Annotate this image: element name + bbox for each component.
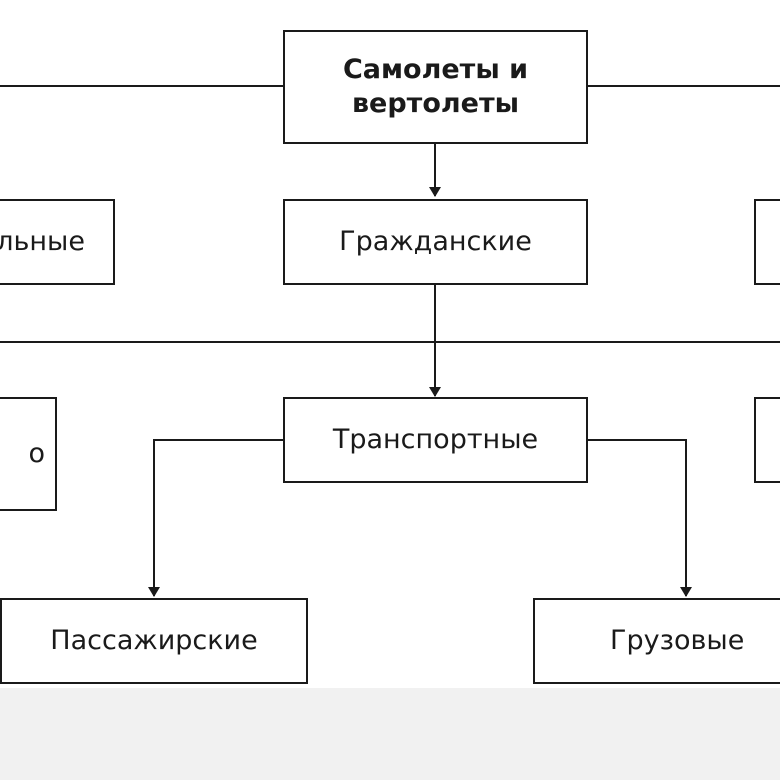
transport-node: Транспортные [283,397,588,483]
cargo-label: Грузовые [610,625,745,657]
civil-node: Гражданские [283,199,588,285]
cargo-node: Грузовые [533,598,780,684]
left-partial-mid-label: о [28,438,45,470]
transport-to-cargo-arrow [588,439,692,597]
passenger-label: Пассажирские [50,625,258,657]
left-partial-mid-node: о [0,397,57,511]
transport-to-passenger-arrow [148,439,283,597]
left-partial-top-label: льные [0,226,85,258]
passenger-node: Пассажирские [0,598,308,684]
root-label: Самолеты и вертолеты [342,54,529,119]
civil-label: Гражданские [339,226,532,258]
right-partial-mid-node [754,397,780,483]
right-partial-top-node [754,199,780,285]
root-node: Самолеты и вертолеты [283,30,588,144]
bottom-band [0,688,780,780]
left-partial-top-node: льные [0,199,115,285]
transport-label: Транспортные [332,424,539,456]
